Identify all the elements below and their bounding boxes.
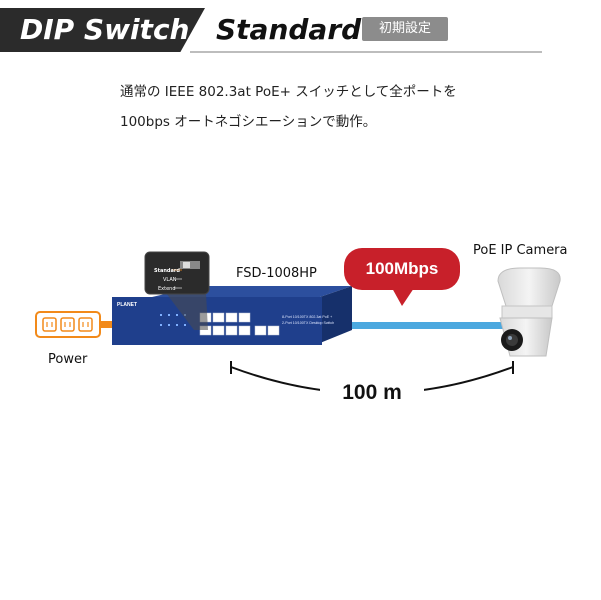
dip-option-extend: Extend (158, 286, 176, 292)
svg-text:2-Port 10/100TX Desktop Switch: 2-Port 10/100TX Desktop Switch (282, 321, 334, 325)
dip-option-vlan: VLAN (163, 277, 177, 283)
dip-switch-title: DIP Switch (20, 13, 190, 46)
ethernet-cable (340, 322, 506, 329)
dip-option-standard: Standard (154, 268, 180, 274)
camera-label: PoE IP Camera (473, 243, 568, 258)
description-line-1: 通常の IEEE 802.3at PoE+ スイッチとして全ポートを (120, 84, 457, 100)
header-dark-panel (0, 8, 205, 52)
description-line-2: 100bps オートネゴシエーションで動作。 (120, 114, 377, 130)
distance-label: 100 m (320, 378, 424, 408)
switch-brand-label: PLANET (117, 302, 137, 308)
dip-switch-icon (172, 261, 200, 289)
mode-title: Standard (216, 13, 362, 46)
speed-bubble (344, 248, 460, 306)
speed-label: 100Mbps (365, 259, 439, 278)
dip-callout-pointer (166, 293, 208, 330)
poe-switch-icon: PLANET 8-Port 10/100TX 802.3at PoE + 2-P… (112, 286, 352, 345)
ptz-camera-icon (497, 267, 561, 357)
default-setting-badge: 初期設定 (362, 17, 448, 41)
power-strip-icon (35, 311, 101, 338)
switch-model-label: FSD-1008HP (236, 266, 317, 281)
svg-text:8-Port 10/100TX 802.3at PoE +: 8-Port 10/100TX 802.3at PoE + (282, 315, 332, 319)
header-divider (190, 51, 542, 53)
power-label: Power (48, 352, 88, 367)
